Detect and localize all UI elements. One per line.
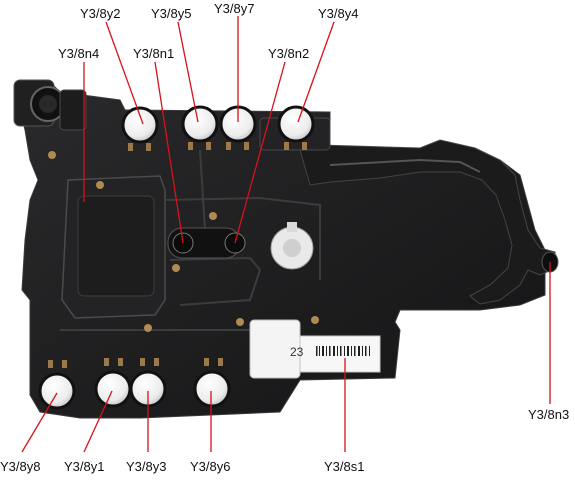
sensor-block — [249, 319, 381, 379]
label-y3-8y1: Y3/8y1 — [64, 459, 105, 474]
top-solenoid-terminals — [128, 142, 307, 151]
left-plug-connector — [13, 79, 87, 131]
pressure-sensors — [167, 227, 246, 259]
label-y3-8n1: Y3/8n1 — [133, 46, 175, 61]
label-y3-8n4: Y3/8n4 — [58, 46, 100, 61]
leader-y3-8n1 — [154, 61, 184, 244]
label-y3-8y4: Y3/8y4 — [318, 6, 359, 21]
top-solenoids — [121, 105, 315, 144]
bottom-solenoid-terminals — [48, 358, 223, 368]
module-inner-panel — [77, 195, 155, 297]
leader-y3-8n2 — [234, 61, 286, 244]
label-y3-8y5: Y3/8y5 — [151, 6, 192, 21]
label-y3-8s1: Y3/8s1 — [324, 459, 365, 474]
leader-y3-8y8 — [21, 392, 58, 453]
leader-y3-8y1 — [83, 390, 113, 453]
brass-inserts — [48, 151, 319, 332]
leader-y3-8y2 — [105, 21, 144, 125]
leader-lines — [21, 16, 551, 453]
label-y3-8n2: Y3/8n2 — [268, 46, 310, 61]
label-y3-8y3: Y3/8y3 — [126, 459, 167, 474]
label-y3-8y7: Y3/8y7 — [214, 1, 255, 16]
label-y3-8y6: Y3/8y6 — [190, 459, 231, 474]
label-y3-8y8: Y3/8y8 — [0, 459, 41, 474]
position-wheel — [270, 222, 314, 270]
leader-y3-8y5 — [177, 21, 199, 123]
bracket-slot — [329, 158, 481, 173]
label-y3-8y2: Y3/8y2 — [80, 6, 121, 21]
sticker-barcode — [316, 346, 370, 356]
sticker-number: 23 — [290, 345, 304, 359]
bracket-arm — [299, 139, 557, 305]
leader-y3-8y4 — [297, 21, 335, 123]
bottom-solenoids — [38, 370, 231, 410]
label-y3-8n3: Y3/8n3 — [528, 407, 570, 422]
